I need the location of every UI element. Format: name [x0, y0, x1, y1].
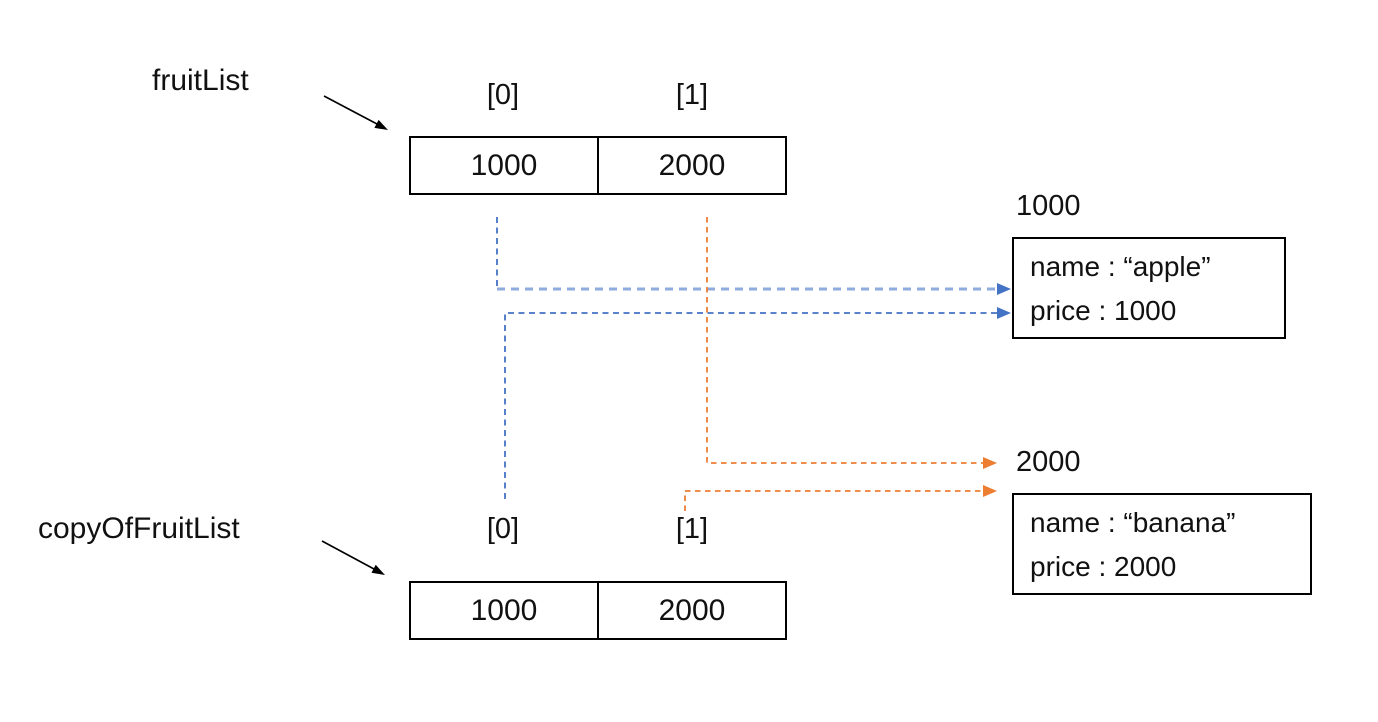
- fruitlist-pointer-arrowhead-icon: [374, 119, 388, 130]
- connector-copylist0-arrowhead-icon: [997, 307, 1011, 319]
- connector-copylist0: [504, 312, 997, 499]
- connector-copylist1-arrowhead-icon: [983, 485, 997, 497]
- fruitlist-pointer-arrow: [323, 95, 378, 125]
- connector-fruitlist1-arrowhead-icon: [983, 457, 997, 469]
- copyoffruitlist-label: copyOfFruitList: [38, 512, 240, 545]
- connector-copylist1: [684, 490, 983, 511]
- fruitlist-label: fruitList: [152, 64, 249, 97]
- copylist-index-0-label: [0]: [486, 513, 520, 545]
- copylist-pointer-arrow: [321, 540, 375, 570]
- apple-price-line: price : 1000: [1030, 295, 1177, 326]
- copylist-cell-0: 1000: [411, 583, 599, 638]
- connector-fruitlist0-arrowhead-icon: [997, 283, 1011, 295]
- banana-name-line: name : “banana”: [1030, 507, 1236, 538]
- apple-object-box: name : “apple” price : 1000: [1012, 237, 1286, 339]
- copylist-index-1-label: [1]: [675, 513, 709, 545]
- apple-object-address: 1000: [1016, 190, 1081, 222]
- banana-object-address: 2000: [1016, 446, 1081, 478]
- fruitlist-cell-0: 1000: [411, 138, 599, 193]
- fruitlist-array: 1000 2000: [409, 136, 787, 195]
- apple-name-line: name : “apple”: [1030, 251, 1211, 282]
- copylist-cell-1: 2000: [658, 594, 726, 627]
- banana-object-box: name : “banana” price : 2000: [1012, 493, 1312, 595]
- copylist-array: 1000 2000: [409, 581, 787, 640]
- fruitlist-index-1-label: [1]: [675, 79, 709, 111]
- copylist-pointer-arrowhead-icon: [371, 564, 385, 575]
- banana-price-line: price : 2000: [1030, 551, 1177, 582]
- fruitlist-cell-1: 2000: [658, 149, 726, 182]
- fruitlist-index-0-label: [0]: [486, 79, 520, 111]
- connector-fruitlist1: [706, 217, 983, 464]
